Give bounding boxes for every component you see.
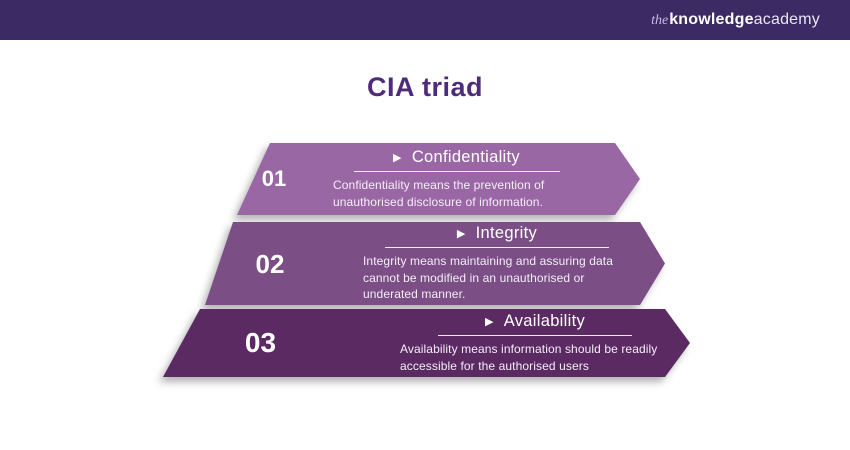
heading-underline bbox=[438, 335, 632, 336]
layer-heading: Confidentiality bbox=[411, 147, 520, 166]
layer-content: ▶ Confidentiality Confidentiality means … bbox=[311, 148, 580, 210]
layer-heading-row: ▶ Availability bbox=[400, 312, 670, 331]
layer-description: Integrity means maintaining and assuring… bbox=[363, 254, 613, 302]
layer-content: ▶ Integrity Integrity means maintaining … bbox=[335, 224, 631, 303]
banner-integrity: 02 ▶ Integrity Integrity means maintaini… bbox=[205, 222, 665, 305]
brand-logo-the: the bbox=[651, 13, 669, 28]
banner-confidentiality: 01 ▶ Confidentiality Confidentiality mea… bbox=[237, 143, 640, 215]
layer-number: 02 bbox=[255, 248, 285, 279]
layer-number: 03 bbox=[244, 327, 277, 358]
layer-heading: Availability bbox=[503, 311, 585, 330]
banner-availability: 03 ▶ Availability Availability means inf… bbox=[163, 309, 690, 377]
layer-description: Confidentiality means the prevention of … bbox=[333, 177, 545, 209]
layer-number: 01 bbox=[261, 166, 287, 191]
page-title: CIA triad bbox=[366, 72, 483, 102]
pyramid-layer-availability: 03 ▶ Availability Availability means inf… bbox=[163, 309, 690, 377]
brand-logo-knowledge: knowledge bbox=[669, 11, 754, 28]
pyramid-layer-confidentiality: 01 ▶ Confidentiality Confidentiality mea… bbox=[237, 143, 640, 215]
pyramid-layer-integrity: 02 ▶ Integrity Integrity means maintaini… bbox=[205, 222, 665, 305]
heading-underline bbox=[385, 247, 609, 248]
brand-logo-academy: academy bbox=[753, 11, 820, 28]
layer-description: Availability means information should be… bbox=[400, 341, 658, 373]
layer-heading-row: ▶ Integrity bbox=[363, 224, 631, 243]
triangle-bullet-icon: ▶ bbox=[456, 228, 466, 241]
layer-content: ▶ Availability Availability means inform… bbox=[358, 312, 670, 374]
triangle-bullet-icon: ▶ bbox=[484, 315, 494, 328]
heading-underline bbox=[354, 171, 560, 172]
layer-heading-row: ▶ Confidentiality bbox=[333, 148, 580, 167]
layer-heading: Integrity bbox=[475, 224, 538, 243]
triangle-bullet-icon: ▶ bbox=[393, 151, 402, 164]
